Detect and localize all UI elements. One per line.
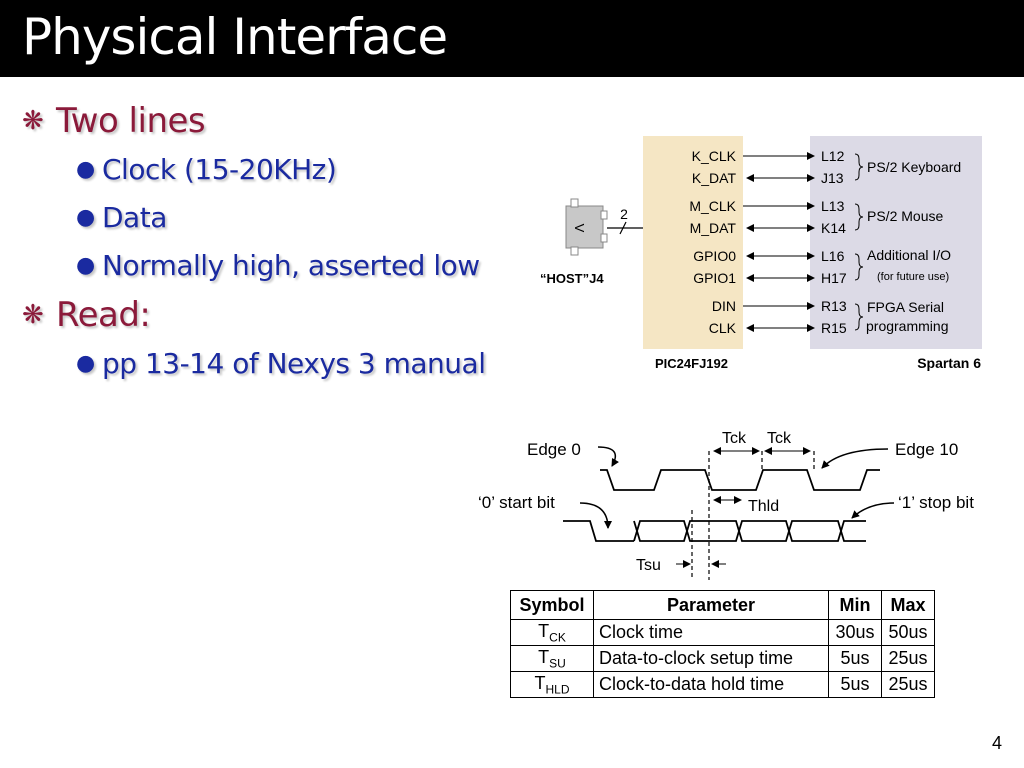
group-brace	[854, 203, 864, 231]
stop-bit-label: ‘1’ stop bit	[898, 493, 974, 512]
min-cell: 5us	[828, 671, 882, 698]
dot-bullet-icon: ●	[76, 351, 95, 376]
table-header: Min	[828, 590, 882, 620]
table-header: Parameter	[593, 590, 829, 620]
title-bar: Physical Interface	[0, 0, 1024, 77]
bullet-text: pp 13-14 of Nexys 3 manual	[102, 347, 486, 380]
mcu-pin-label: GPIO1	[693, 270, 736, 286]
symbol-cell: THLD	[510, 671, 594, 698]
tsu-label: Tsu	[636, 557, 661, 574]
mcu-pin-label: GPIO0	[693, 248, 736, 264]
dot-bullet-icon: ●	[76, 253, 95, 278]
max-cell: 25us	[881, 671, 935, 698]
group-label: programming	[866, 318, 948, 334]
mcu-pin-label: M_CLK	[689, 198, 736, 214]
bullet-read: ❋ Read:	[22, 290, 522, 340]
mcu-name: PIC24FJ192	[655, 356, 728, 371]
table-header: Max	[881, 590, 935, 620]
group-sublabel: (for future use)	[877, 271, 949, 283]
min-cell: 5us	[828, 645, 882, 672]
connector-symbol: V	[572, 224, 587, 233]
clock-waveform	[600, 469, 880, 491]
bullet-text: Read:	[56, 295, 151, 335]
parameter-cell: Data-to-clock setup time	[593, 645, 829, 672]
thld-label: Thld	[748, 498, 779, 515]
group-label: PS/2 Mouse	[867, 208, 943, 224]
max-cell: 25us	[881, 645, 935, 672]
fpga-pin-label: H17	[821, 270, 847, 286]
table-header-row: Symbol Parameter Min Max	[510, 590, 935, 620]
fpga-name: Spartan 6	[917, 355, 981, 371]
table-row: THLD Clock-to-data hold time 5us 25us	[510, 671, 935, 698]
bus-slash	[619, 221, 627, 235]
mcu-pin-label: CLK	[709, 320, 737, 336]
group-label: Additional I/O	[867, 247, 951, 263]
fpga-pin-label: J13	[821, 170, 844, 186]
group-brace	[854, 303, 864, 331]
timing-parameter-table: Symbol Parameter Min Max TCK Clock time …	[510, 590, 935, 698]
table-row: TSU Data-to-clock setup time 5us 25us	[510, 645, 935, 672]
bullet-text: Clock (15-20KHz)	[102, 153, 337, 186]
group-label: PS/2 Keyboard	[867, 159, 961, 175]
max-cell: 50us	[881, 619, 935, 646]
edge10-pointer	[821, 448, 889, 469]
parameter-cell: Clock time	[593, 619, 829, 646]
start-bit-pointer	[579, 502, 612, 529]
fpga-pin-label: K14	[821, 220, 846, 236]
dot-bullet-icon: ●	[76, 205, 95, 230]
parameter-cell: Clock-to-data hold time	[593, 671, 829, 698]
bullet-two-lines: ❋ Two lines	[22, 96, 522, 146]
fpga-block	[810, 136, 982, 349]
start-bit-label: ‘0’ start bit	[478, 493, 555, 512]
symbol-cell: TSU	[510, 645, 594, 672]
group-brace	[854, 153, 864, 181]
fpga-pin-label: R13	[821, 298, 847, 314]
min-cell: 30us	[828, 619, 882, 646]
mcu-pin-label: K_DAT	[692, 170, 737, 186]
bullet-normally-high: ● Normally high, asserted low	[22, 242, 522, 290]
table-header: Symbol	[510, 590, 594, 620]
bullet-clock: ● Clock (15-20KHz)	[22, 146, 522, 194]
fpga-pin-label: L13	[821, 198, 845, 214]
connector-label: “HOST”J4	[540, 271, 604, 286]
fpga-pin-label: L16	[821, 248, 845, 264]
bullet-text: Data	[102, 201, 167, 234]
tck-label: Tck	[767, 430, 792, 447]
mcu-pin-label: K_CLK	[692, 148, 737, 164]
bullet-data: ● Data	[22, 194, 522, 242]
bullet-text: Two lines	[56, 101, 206, 141]
edge0-label: Edge 0	[527, 440, 581, 459]
edge10-label: Edge 10	[895, 440, 958, 459]
tck-label: Tck	[722, 430, 747, 447]
fpga-pin-label: L12	[821, 148, 845, 164]
group-label: FPGA Serial	[867, 299, 944, 315]
page-number: 4	[991, 733, 1002, 753]
fpga-pin-label: R15	[821, 320, 847, 336]
group-brace	[854, 253, 864, 281]
bullet-text: Normally high, asserted low	[102, 249, 480, 282]
edge0-pointer	[597, 446, 619, 467]
slide-title: Physical Interface	[22, 8, 448, 66]
dot-bullet-icon: ●	[76, 157, 95, 182]
mcu-pin-label: M_DAT	[690, 220, 737, 236]
mcu-pin-label: DIN	[712, 298, 736, 314]
bullet-list: ❋ Two lines ● Clock (15-20KHz) ● Data ● Norm…	[22, 96, 522, 388]
symbol-cell: TCK	[510, 619, 594, 646]
mcu-block	[643, 136, 743, 349]
bullet-manual-pages: ● pp 13-14 of Nexys 3 manual	[22, 340, 522, 388]
asterisk-bullet-icon: ❋	[22, 300, 44, 330]
bus-width-label: 2	[620, 206, 628, 222]
host-connector-icon: V	[565, 198, 608, 256]
stop-bit-pointer	[851, 502, 895, 519]
table-row: TCK Clock time 30us 50us	[510, 619, 935, 646]
asterisk-bullet-icon: ❋	[22, 106, 44, 136]
data-waveform	[563, 520, 866, 542]
